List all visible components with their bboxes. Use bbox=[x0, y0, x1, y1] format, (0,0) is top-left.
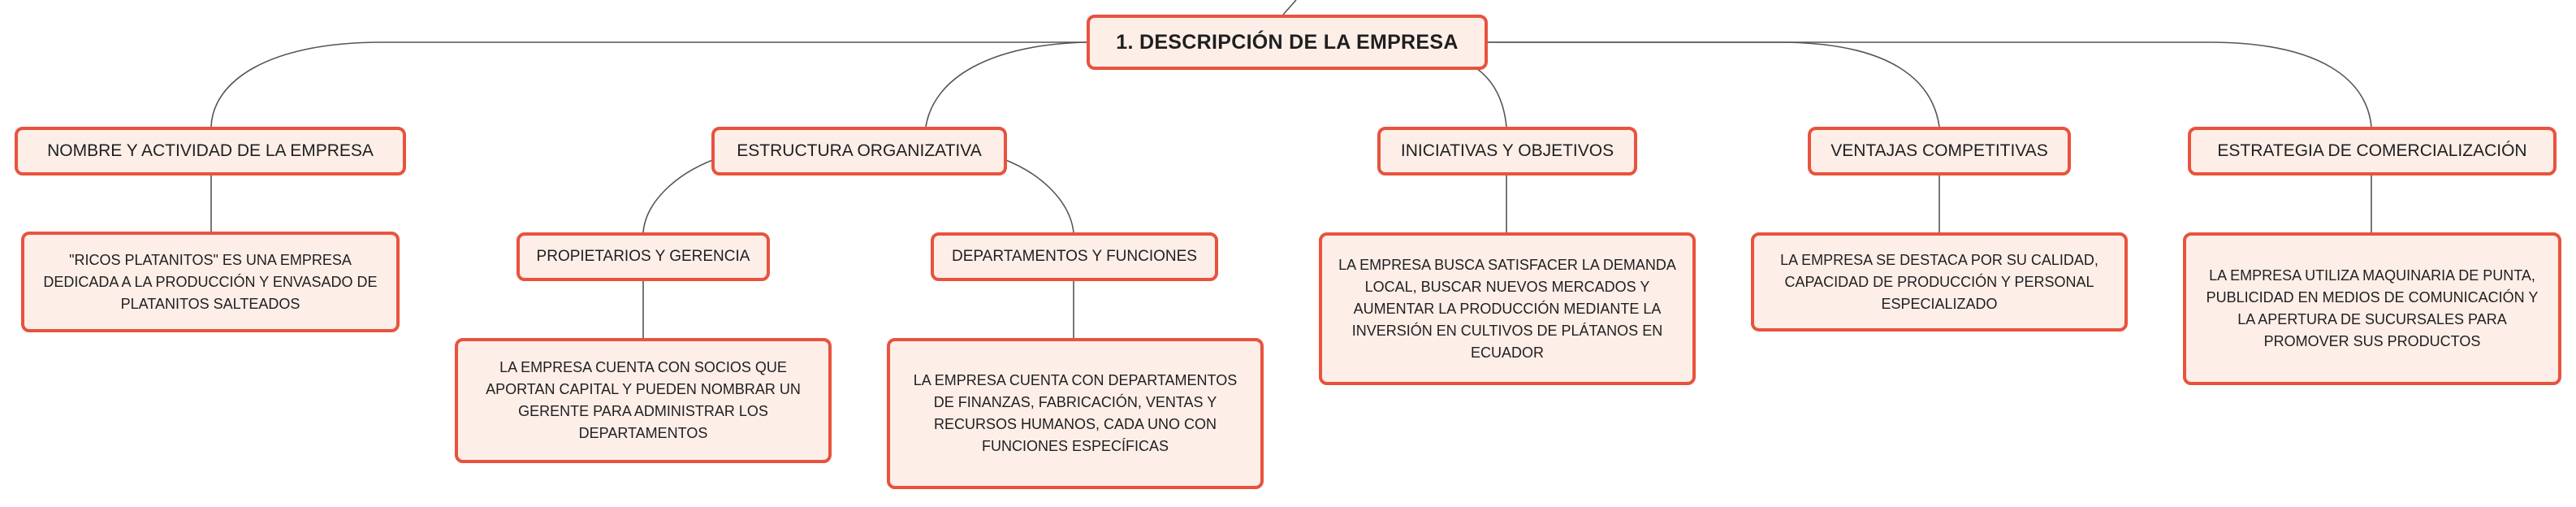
sub-departamentos-funciones[interactable]: DEPARTAMENTOS Y FUNCIONES bbox=[931, 232, 1218, 281]
branch-label: ESTRATEGIA DE COMERCIALIZACIÓN bbox=[2217, 141, 2527, 160]
sub-label: DEPARTAMENTOS Y FUNCIONES bbox=[952, 248, 1197, 265]
branch-label: VENTAJAS COMPETITIVAS bbox=[1830, 141, 2048, 160]
branch-estrategia-comercializacion[interactable]: ESTRATEGIA DE COMERCIALIZACIÓN bbox=[2188, 127, 2557, 176]
connector-estructura-propietarios bbox=[642, 158, 715, 233]
detail-ventajas-competitivas[interactable]: LA EMPRESA SE DESTACA POR SU CALIDAD, CA… bbox=[1751, 232, 2128, 332]
branch-nombre-actividad[interactable]: NOMBRE Y ACTIVIDAD DE LA EMPRESA bbox=[15, 127, 406, 176]
detail-departamentos-funciones[interactable]: LA EMPRESA CUENTA CON DEPARTAMENTOS DE F… bbox=[887, 338, 1264, 489]
detail-propietarios-gerencia[interactable]: LA EMPRESA CUENTA CON SOCIOS QUE APORTAN… bbox=[455, 338, 832, 463]
detail-estrategia-comercializacion[interactable]: LA EMPRESA UTILIZA MAQUINARIA DE PUNTA, … bbox=[2183, 232, 2561, 385]
connector-root-parent bbox=[1282, 0, 1297, 15]
connector-root-estructura bbox=[925, 41, 1087, 128]
sub-propietarios-gerencia[interactable]: PROPIETARIOS Y GERENCIA bbox=[516, 232, 770, 281]
root-node[interactable]: 1. DESCRIPCIÓN DE LA EMPRESA bbox=[1087, 15, 1488, 70]
detail-iniciativas-objetivos[interactable]: LA EMPRESA BUSCA SATISFACER LA DEMANDA L… bbox=[1319, 232, 1696, 385]
detail-text: LA EMPRESA CUENTA CON SOCIOS QUE APORTAN… bbox=[486, 359, 801, 441]
connector-root-iniciativas bbox=[1476, 67, 1507, 128]
detail-text: LA EMPRESA BUSCA SATISFACER LA DEMANDA L… bbox=[1338, 256, 1676, 361]
detail-text: LA EMPRESA CUENTA CON DEPARTAMENTOS DE F… bbox=[913, 372, 1238, 454]
branch-label: INICIATIVAS Y OBJETIVOS bbox=[1400, 141, 1614, 160]
connector-root-estrategia bbox=[1488, 41, 2372, 128]
connector-root-ventajas bbox=[1488, 41, 1940, 128]
detail-text: "RICOS PLATANITOS" ES UNA EMPRESA DEDICA… bbox=[43, 251, 378, 312]
detail-text: LA EMPRESA UTILIZA MAQUINARIA DE PUNTA, … bbox=[2206, 267, 2539, 349]
sub-label: PROPIETARIOS Y GERENCIA bbox=[536, 248, 750, 265]
branch-ventajas-competitivas[interactable]: VENTAJAS COMPETITIVAS bbox=[1808, 127, 2071, 176]
connector-root-nombre bbox=[210, 41, 1087, 128]
branch-iniciativas-objetivos[interactable]: INICIATIVAS Y OBJETIVOS bbox=[1377, 127, 1637, 176]
detail-nombre-actividad[interactable]: "RICOS PLATANITOS" ES UNA EMPRESA DEDICA… bbox=[21, 232, 400, 332]
branch-estructura-organizativa[interactable]: ESTRUCTURA ORGANIZATIVA bbox=[711, 127, 1007, 176]
detail-text: LA EMPRESA SE DESTACA POR SU CALIDAD, CA… bbox=[1780, 251, 2098, 312]
branch-label: NOMBRE Y ACTIVIDAD DE LA EMPRESA bbox=[47, 141, 374, 160]
root-node-label: 1. DESCRIPCIÓN DE LA EMPRESA bbox=[1116, 30, 1459, 54]
branch-label: ESTRUCTURA ORGANIZATIVA bbox=[737, 141, 982, 160]
connector-estructura-departamentos bbox=[1003, 158, 1074, 233]
